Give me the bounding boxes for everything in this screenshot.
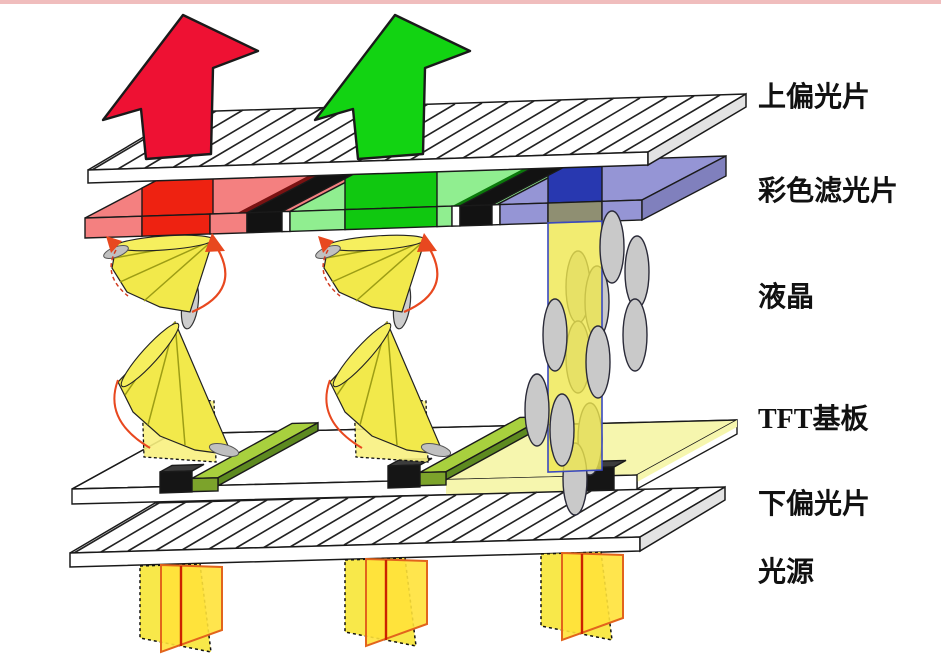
black-matrix-shadow-red — [237, 168, 331, 214]
lc-molecules-front — [524, 210, 650, 467]
light-cross-1 — [139, 563, 223, 654]
lc-cell-vertical — [524, 210, 650, 516]
lc-twist-red-pixel — [100, 231, 241, 464]
lc-twist-green-pixel — [312, 231, 453, 464]
upper-polarizer-side-face — [647, 92, 747, 167]
layer-labels: 上偏光片 彩色滤光片 液晶 TFT基板 下偏光片 光源 — [757, 81, 898, 588]
beam-through-filter — [547, 200, 603, 224]
green-light-arrow-icon — [313, 13, 472, 161]
red-light-arrow-icon — [101, 13, 260, 161]
light-cross-2 — [344, 557, 428, 648]
lower-polarizer-layer — [69, 485, 726, 568]
light-source-group — [139, 551, 624, 654]
label-light-source: 光源 — [757, 556, 814, 588]
color-filter-layer — [84, 154, 727, 239]
light-cross-3 — [540, 551, 624, 642]
black-matrix-shadow-green — [452, 161, 544, 207]
label-lower-polarizer: 下偏光片 — [758, 488, 870, 520]
label-upper-polarizer: 上偏光片 — [758, 81, 870, 113]
tft-transistor-1 — [159, 463, 205, 494]
lower-polarizer-hatching — [73, 487, 700, 554]
lower-polarizer-side-face — [639, 485, 726, 553]
label-color-filter: 彩色滤光片 — [758, 174, 898, 207]
color-filter-side-face — [641, 154, 727, 222]
label-tft-substrate: TFT基板 — [758, 403, 868, 435]
electrode-bar-1 — [191, 421, 319, 493]
label-liquid-crystal: 液晶 — [758, 281, 814, 313]
color-filter-front-band — [84, 199, 643, 239]
top-border-line — [0, 0, 941, 4]
